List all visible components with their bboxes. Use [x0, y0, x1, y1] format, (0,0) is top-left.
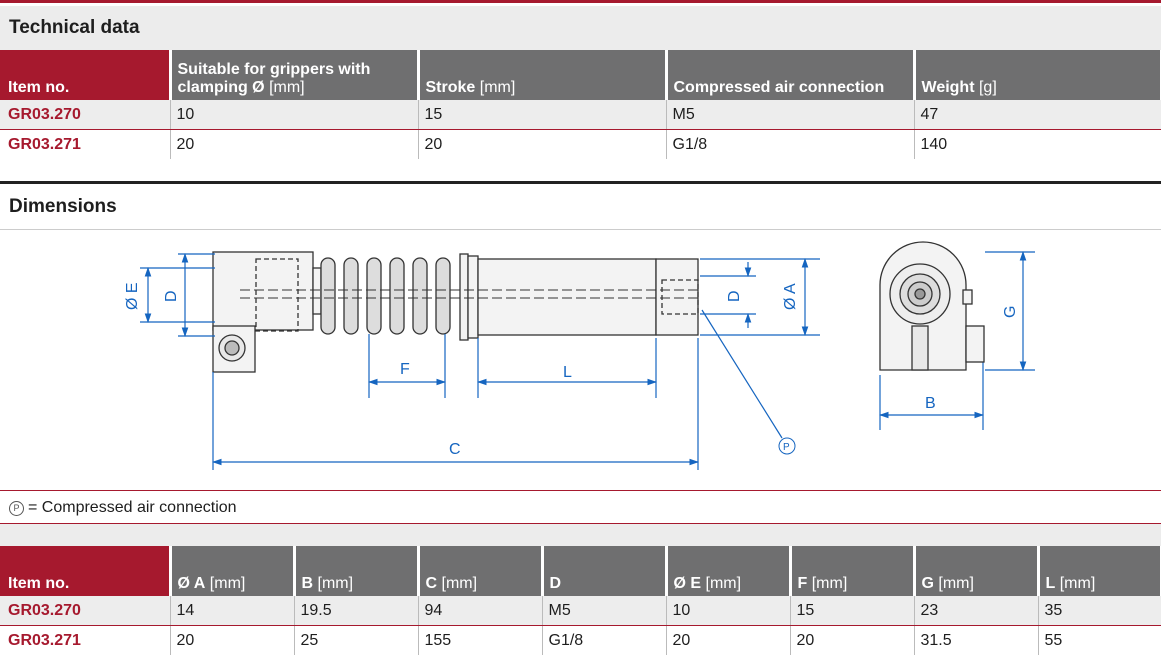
dimension-lines [140, 251, 1035, 470]
header-item-no: Item no. [0, 546, 172, 596]
spacer-band [0, 524, 1161, 546]
table-row: GR03.270 14 19.5 94 M5 10 15 23 35 [0, 596, 1161, 626]
divider [0, 490, 1161, 491]
table-cell: 15 [418, 100, 667, 130]
table-header-row: Item no. Suitable for grippers with clam… [0, 50, 1161, 100]
header-item-no: Item no. [0, 50, 172, 100]
table-cell: 35 [1038, 596, 1161, 626]
header-d: D [542, 546, 668, 596]
technical-data-table: Item no. Suitable for grippers with clam… [0, 50, 1161, 159]
table-cell: 47 [914, 100, 1161, 130]
label-g: G [1002, 306, 1019, 318]
header-f: F [mm] [790, 546, 916, 596]
table-cell: G1/8 [666, 129, 915, 159]
label-e: Ø E [124, 282, 141, 310]
table-header-row: Item no. Ø A [mm] B [mm] C [mm] D Ø E [m… [0, 546, 1161, 596]
table-cell: 140 [914, 129, 1161, 159]
table-row: GR03.270 10 15 M5 47 [0, 100, 1161, 130]
label-b: B [925, 395, 936, 412]
label-p: P [783, 442, 790, 453]
table-cell: 31.5 [914, 625, 1039, 655]
item-number-cell: GR03.270 [0, 100, 171, 130]
divider [0, 523, 1161, 524]
table-cell: 15 [790, 596, 915, 626]
table-cell: G1/8 [542, 625, 667, 655]
header-gripper: Suitable for grippers with clamping Ø [m… [170, 50, 420, 100]
label-c: C [449, 441, 461, 458]
header-b: B [mm] [294, 546, 420, 596]
item-number-cell: GR03.270 [0, 596, 171, 626]
legend-text: = Compressed air connection [28, 499, 237, 516]
header-c: C [mm] [418, 546, 544, 596]
dimension-drawing: Ø E D D Ø A F L C P G B [124, 241, 1035, 470]
cylinder-front-view [879, 241, 985, 371]
spring-icon [320, 257, 451, 335]
header-stroke: Stroke [mm] [418, 50, 668, 100]
table-cell: 94 [418, 596, 543, 626]
dimensions-title: Dimensions [0, 185, 1161, 229]
label-d-right: D [726, 290, 743, 302]
air-connection-symbol [778, 437, 796, 455]
header-a: Ø A [mm] [170, 546, 296, 596]
label-d-left: D [163, 290, 180, 302]
table-cell: 10 [666, 596, 791, 626]
header-e: Ø E [mm] [666, 546, 792, 596]
divider [0, 229, 1161, 230]
header-air-connection: Compressed air connection [666, 50, 916, 100]
item-number-cell: GR03.271 [0, 625, 171, 655]
table-cell: 20 [666, 625, 791, 655]
header-l: L [mm] [1038, 546, 1161, 596]
table-cell: M5 [542, 596, 667, 626]
label-l: L [563, 364, 572, 381]
table-cell: 155 [418, 625, 543, 655]
center-lines [240, 289, 700, 299]
table-row: GR03.271 20 25 155 G1/8 20 20 31.5 55 [0, 625, 1161, 655]
table-cell: 20 [418, 129, 667, 159]
table-cell: 20 [170, 129, 419, 159]
table-cell: 23 [914, 596, 1039, 626]
table-cell: 14 [170, 596, 295, 626]
table-cell: 20 [790, 625, 915, 655]
table-cell: M5 [666, 100, 915, 130]
table-cell: 10 [170, 100, 419, 130]
top-accent-line [0, 0, 1161, 3]
dimensions-table: Item no. Ø A [mm] B [mm] C [mm] D Ø E [m… [0, 546, 1161, 655]
air-connection-icon: P [9, 501, 24, 516]
section-divider [0, 181, 1161, 184]
table-cell: 20 [170, 625, 295, 655]
label-a: Ø A [782, 283, 799, 310]
table-cell: 25 [294, 625, 419, 655]
item-number-cell: GR03.271 [0, 129, 171, 159]
header-g: G [mm] [914, 546, 1040, 596]
table-row: GR03.271 20 20 G1/8 140 [0, 129, 1161, 159]
cylinder-side-view [212, 251, 699, 373]
table-cell: 55 [1038, 625, 1161, 655]
label-f: F [400, 361, 410, 378]
legend: P = Compressed air connection [9, 499, 237, 517]
header-weight: Weight [g] [914, 50, 1161, 100]
table-cell: 19.5 [294, 596, 419, 626]
technical-data-title: Technical data [0, 6, 1161, 50]
